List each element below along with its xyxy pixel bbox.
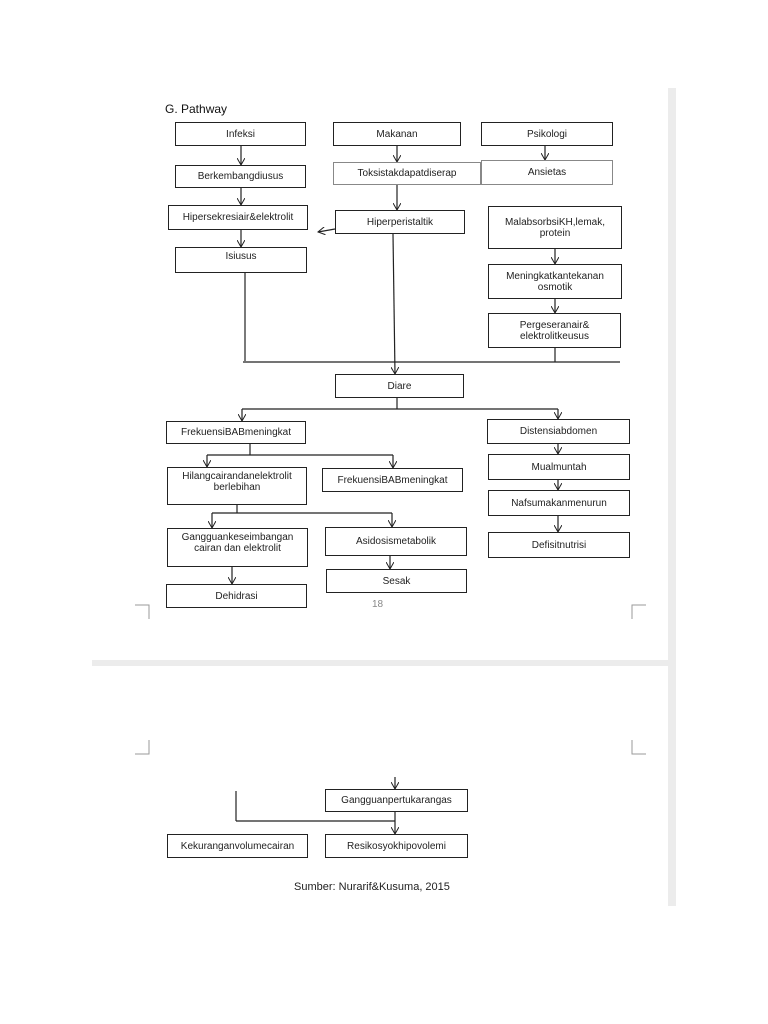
node-hipersekresi: Hipersekresiair&elektrolit — [168, 205, 308, 230]
node-isiusus: Isiusus — [175, 247, 307, 273]
node-kekurangan: Kekuranganvolumecairan — [167, 834, 308, 858]
node-diare: Diare — [335, 374, 464, 398]
page-gutter — [92, 660, 668, 666]
node-sesak: Sesak — [326, 569, 467, 593]
page-number: 18 — [372, 599, 384, 610]
node-ansietas: Ansietas — [481, 160, 613, 185]
page-right-edge — [668, 88, 676, 906]
node-toksis: Toksistakdapatdiserap — [333, 162, 481, 185]
source-caption: Sumber: Nurarif&Kusuma, 2015 — [294, 881, 450, 893]
node-asidosis: Asidosismetabolik — [325, 527, 467, 556]
page-sheet-2 — [92, 666, 668, 906]
node-dehidrasi: Dehidrasi — [166, 584, 307, 608]
node-psikologi: Psikologi — [481, 122, 613, 146]
node-gangguan-pertukaran: Gangguanpertukarangas — [325, 789, 468, 812]
node-infeksi: Infeksi — [175, 122, 306, 146]
node-pergeseran: Pergeseranair& elektrolitkeusus — [488, 313, 621, 348]
node-resiko: Resikosyokhipovolemi — [325, 834, 468, 858]
node-frekuensi-1: FrekuensiBABmeningkat — [166, 421, 306, 444]
node-makanan: Makanan — [333, 122, 461, 146]
node-gangguan-keseimbangan: Gangguankeseimbangan cairan dan elektrol… — [167, 528, 308, 567]
node-hiperperistaltik: Hiperperistaltik — [335, 210, 465, 234]
page-heading: G. Pathway — [165, 102, 228, 116]
node-tekanan: Meningkatkantekanan osmotik — [488, 264, 622, 299]
node-frekuensi-2: FrekuensiBABmeningkat — [322, 468, 463, 492]
node-berkembang: Berkembangdiusus — [175, 165, 306, 188]
node-hilang-cairan: Hilangcairandanelektrolit berlebihan — [167, 467, 307, 505]
node-malabsorbsi: MalabsorbsiKH,lemak, protein — [488, 206, 622, 249]
node-mual: Mualmuntah — [488, 454, 630, 480]
node-defisit: Defisitnutrisi — [488, 532, 630, 558]
node-nafsu: Nafsumakanmenurun — [488, 490, 630, 516]
node-distensi: Distensiabdomen — [487, 419, 630, 444]
